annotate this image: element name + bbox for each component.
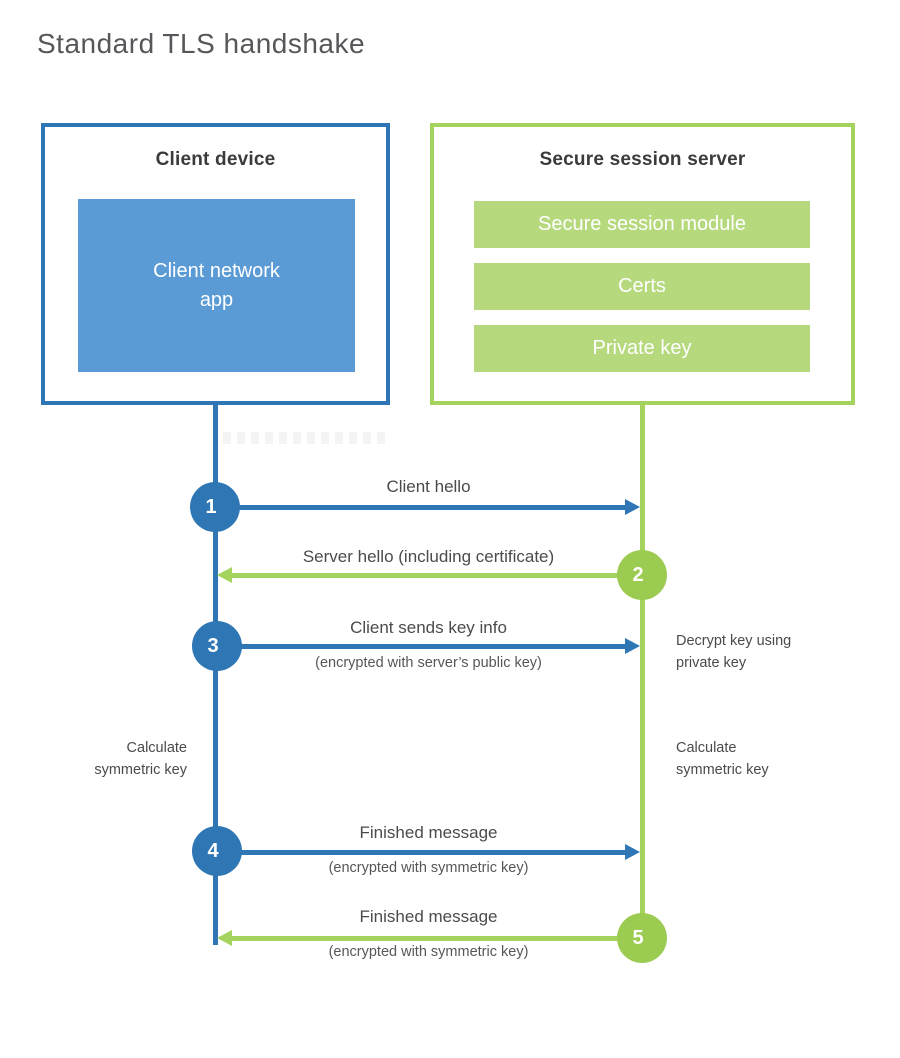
arrow-server-hello bbox=[217, 567, 642, 584]
faint-dash-artifact bbox=[223, 432, 389, 444]
step-number-badge-5: 5 bbox=[617, 913, 667, 963]
server-title: Secure session server bbox=[539, 149, 746, 170]
arrow-left-icon bbox=[217, 567, 232, 583]
client-device-box: Client device Client network app bbox=[41, 123, 390, 405]
message-sublabel-finished-client: (encrypted with symmetric key) bbox=[328, 860, 529, 876]
step-number-badge-3: 3 bbox=[192, 621, 242, 671]
arrow-left-icon bbox=[217, 930, 232, 946]
arrow-finished-client bbox=[216, 844, 640, 861]
arrow-right-icon bbox=[625, 499, 640, 515]
message-label-server-hello: Server hello (including certificate) bbox=[302, 547, 555, 566]
client-device-title: Client device bbox=[155, 149, 276, 170]
client-network-app-box: Client network app bbox=[78, 199, 355, 372]
message-label-finished-client: Finished message bbox=[359, 823, 498, 842]
arrow-right-icon bbox=[625, 844, 640, 860]
message-label-client-hello: Client hello bbox=[386, 477, 471, 496]
server-module-secure-session: Secure session module bbox=[474, 201, 810, 248]
step-number-badge-2: 2 bbox=[617, 550, 667, 600]
arrow-key-info bbox=[216, 638, 640, 655]
server-lifeline bbox=[640, 405, 645, 940]
step-number-badge-1: 1 bbox=[190, 482, 240, 532]
arrow-client-hello bbox=[215, 499, 640, 516]
server-box: Secure session server Secure session mod… bbox=[430, 123, 855, 405]
server-module-certs: Certs bbox=[474, 263, 810, 310]
message-sublabel-key-info: (encrypted with server’s public key) bbox=[315, 655, 542, 671]
message-label-finished-server: Finished message bbox=[359, 907, 498, 926]
page-title: Standard TLS handshake bbox=[37, 28, 366, 59]
server-modules: Secure session module Certs Private key bbox=[474, 201, 810, 387]
client-lifeline bbox=[213, 405, 218, 945]
note-calculate-symmetric-key-server: Calculate symmetric key bbox=[676, 740, 769, 779]
message-label-key-info: Client sends key info bbox=[350, 618, 507, 637]
server-module-private-key: Private key bbox=[474, 325, 810, 372]
note-decrypt-key: Decrypt key using private key bbox=[676, 633, 792, 672]
arrow-right-icon bbox=[625, 638, 640, 654]
arrow-finished-server bbox=[217, 930, 642, 947]
note-calculate-symmetric-key-client: Calculate symmetric key bbox=[94, 740, 187, 779]
step-number-badge-4: 4 bbox=[192, 826, 242, 876]
message-sublabel-finished-server: (encrypted with symmetric key) bbox=[328, 944, 529, 960]
